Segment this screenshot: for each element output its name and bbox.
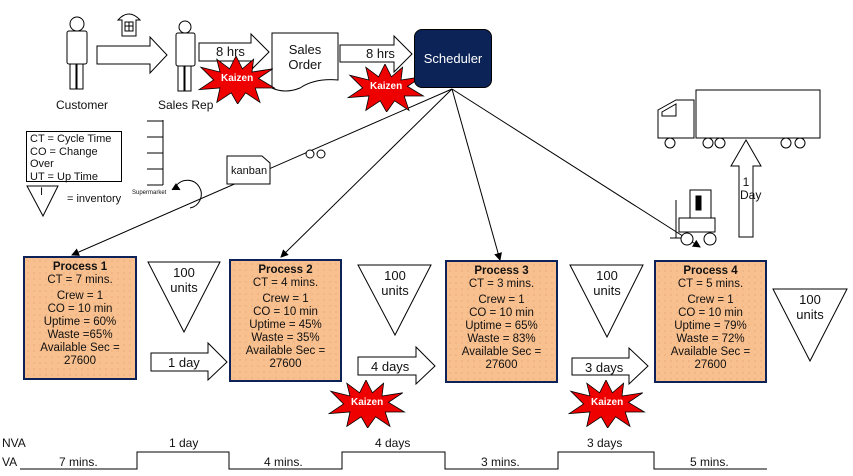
withdrawal-circle-icon [171, 179, 202, 209]
nva-label: NVA [2, 436, 26, 450]
info-arrow-1-label: 8 hrs [216, 44, 245, 59]
supermarket-label: Supermarket [132, 190, 167, 196]
kaizen-label: Kaizen [370, 81, 403, 92]
customer-label: Customer [56, 98, 109, 112]
va-time: 5 mins. [690, 455, 729, 469]
customer-icon [66, 16, 88, 90]
inventory-triangle [569, 264, 644, 339]
sales-order-doc [271, 32, 339, 92]
va-label: VA [2, 455, 18, 469]
timeline-ladder [20, 451, 767, 470]
glasses-icon [305, 149, 326, 159]
inventory-legend-label: = inventory [67, 193, 122, 205]
push-arrow-1-label: 1 day [168, 355, 200, 370]
supermarket-icon [147, 120, 164, 186]
push-arrow [96, 35, 168, 75]
va-time: 7 mins. [59, 455, 98, 469]
scheduler-box: Scheduler [414, 29, 492, 88]
nva-time: 3 days [587, 436, 623, 450]
sales-rep-icon [175, 20, 196, 92]
kanban-label: kanban [231, 165, 268, 177]
truck-icon [657, 89, 821, 149]
va-time: 4 mins. [264, 455, 303, 469]
inventory-triangle [772, 288, 848, 363]
ship-arrow-up [730, 138, 762, 238]
kanban-card [226, 155, 271, 185]
sales-rep-label: Sales Rep [158, 98, 214, 112]
nva-time: 4 days [375, 436, 411, 450]
info-arrow-2 [339, 34, 413, 74]
inventory-triangle [357, 264, 432, 337]
push-arrow-3 [571, 346, 649, 386]
push-arrow-1 [150, 341, 228, 382]
phone-icon [116, 13, 142, 37]
kaizen-label: Kaizen [591, 397, 624, 408]
push-arrow-3-label: 3 days [585, 360, 624, 375]
inventory-triangle [147, 261, 221, 334]
kaizen-label: Kaizen [351, 397, 384, 408]
va-time: 3 mins. [481, 455, 520, 469]
nva-time: 1 day [169, 436, 199, 450]
inventory-legend-symbol: I [40, 186, 44, 198]
ship-arrow-label: 1 Day [740, 175, 762, 202]
kaizen-label: Kaizen [221, 73, 254, 84]
push-arrow-2 [357, 345, 436, 386]
forklift-icon [670, 189, 717, 246]
push-arrow-2-label: 4 days [371, 359, 410, 374]
inventory-legend-triangle [26, 185, 59, 218]
info-arrow-2-label: 8 hrs [366, 46, 395, 61]
